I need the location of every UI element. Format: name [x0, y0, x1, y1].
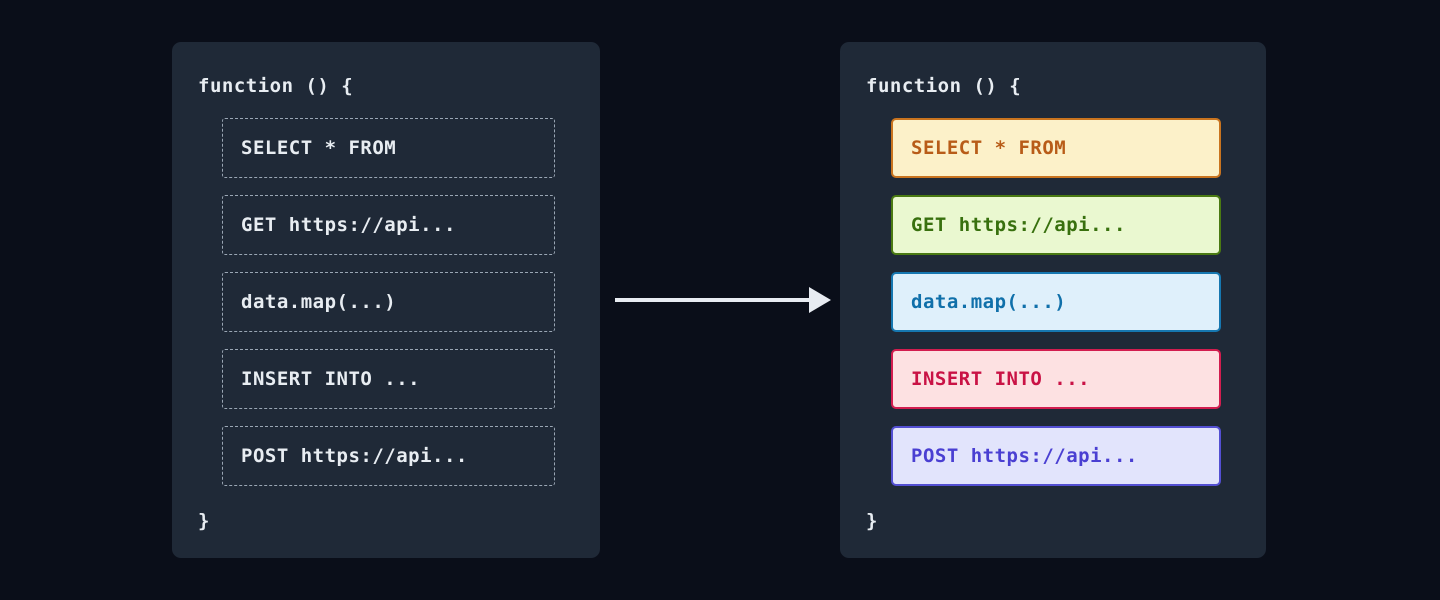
function-open-line: function () { — [198, 75, 354, 97]
classified-block-list: SELECT * FROM GET https://api... data.ma… — [891, 118, 1221, 503]
code-block-insert: INSERT INTO ... — [222, 349, 555, 409]
code-block-label: data.map(...) — [911, 291, 1067, 313]
source-code-panel: function () { SELECT * FROM GET https://… — [172, 42, 600, 558]
source-block-list: SELECT * FROM GET https://api... data.ma… — [222, 118, 555, 503]
code-block-select: SELECT * FROM — [222, 118, 555, 178]
function-open-line: function () { — [866, 75, 1022, 97]
code-block-label: GET https://api... — [911, 214, 1126, 236]
highlighted-block-map: data.map(...) — [891, 272, 1221, 332]
code-block-label: POST https://api... — [241, 445, 468, 467]
code-block-post: POST https://api... — [222, 426, 555, 486]
code-block-label: SELECT * FROM — [241, 137, 397, 159]
highlighted-block-insert: INSERT INTO ... — [891, 349, 1221, 409]
code-block-label: data.map(...) — [241, 291, 397, 313]
code-block-label: INSERT INTO ... — [241, 368, 421, 390]
transform-arrow-icon — [613, 278, 831, 322]
code-block-label: SELECT * FROM — [911, 137, 1067, 159]
code-block-label: GET https://api... — [241, 214, 456, 236]
code-block-label: INSERT INTO ... — [911, 368, 1091, 390]
highlighted-block-post: POST https://api... — [891, 426, 1221, 486]
function-close-line: } — [866, 510, 878, 532]
highlighted-block-select: SELECT * FROM — [891, 118, 1221, 178]
code-block-label: POST https://api... — [911, 445, 1138, 467]
highlighted-block-get: GET https://api... — [891, 195, 1221, 255]
function-close-line: } — [198, 510, 210, 532]
code-block-map: data.map(...) — [222, 272, 555, 332]
code-block-get: GET https://api... — [222, 195, 555, 255]
classified-code-panel: function () { SELECT * FROM GET https://… — [840, 42, 1266, 558]
